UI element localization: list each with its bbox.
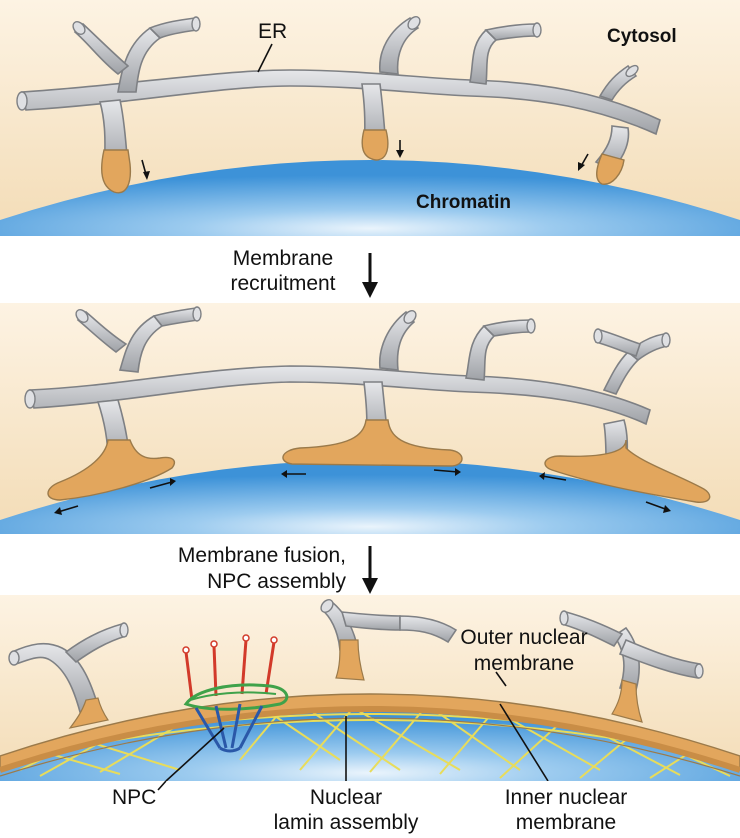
nuclear-pore-complex — [182, 634, 289, 753]
npc-nuclear-basket — [194, 703, 264, 753]
step-membrane-fusion: Membrane fusion, NPC assembly — [178, 544, 378, 594]
er-fused-stalks — [68, 639, 643, 729]
npc-filament-tips — [182, 634, 278, 654]
inner-membrane-label-2: membrane — [516, 811, 616, 834]
panel-1: ER Cytosol Chromatin — [0, 0, 740, 236]
er-leader-line — [257, 43, 273, 73]
step2-line2: NPC assembly — [207, 570, 346, 593]
lamin-label-1: Nuclear — [310, 786, 382, 809]
er-tube-ends — [16, 16, 639, 111]
lamin-label-2: lamin assembly — [274, 811, 419, 834]
step1-line1: Membrane — [233, 247, 333, 270]
recruitment-arrows — [141, 140, 589, 180]
er-network-3 — [11, 600, 701, 714]
chromatin-region — [0, 160, 740, 236]
nuclear-envelope-band — [0, 706, 740, 773]
npc-label: NPC — [112, 786, 156, 809]
step-membrane-recruitment: Membrane recruitment — [230, 247, 378, 298]
outer-membrane-label-1: Outer nuclear — [460, 626, 587, 649]
er-spreading-sheets — [47, 419, 711, 503]
step1-line2: recruitment — [230, 272, 335, 295]
npc-leader-tail — [157, 780, 167, 791]
spreading-arrows — [54, 468, 671, 515]
inner-membrane-label-1: Inner nuclear — [505, 786, 628, 809]
inner-nuclear-membrane — [0, 717, 740, 777]
outer-membrane-label-2: membrane — [474, 652, 574, 675]
cytosol-label: Cytosol — [607, 26, 677, 47]
npc-leader — [165, 727, 225, 781]
er-tube-ends-3 — [8, 599, 704, 679]
step2-line1: Membrane fusion, — [178, 544, 346, 567]
panel-2 — [0, 303, 740, 534]
step1-arrow-head — [362, 282, 378, 298]
er-tube-ends-2 — [24, 306, 671, 409]
step2-arrow-head — [362, 578, 378, 594]
inner-membrane-leader — [499, 703, 549, 781]
er-membrane-tips — [101, 129, 625, 194]
er-label: ER — [258, 20, 287, 43]
npc-green-ring — [183, 683, 289, 711]
outer-membrane-leader — [495, 671, 507, 687]
panel-3 — [0, 595, 740, 781]
chromatin-label: Chromatin — [416, 192, 511, 213]
